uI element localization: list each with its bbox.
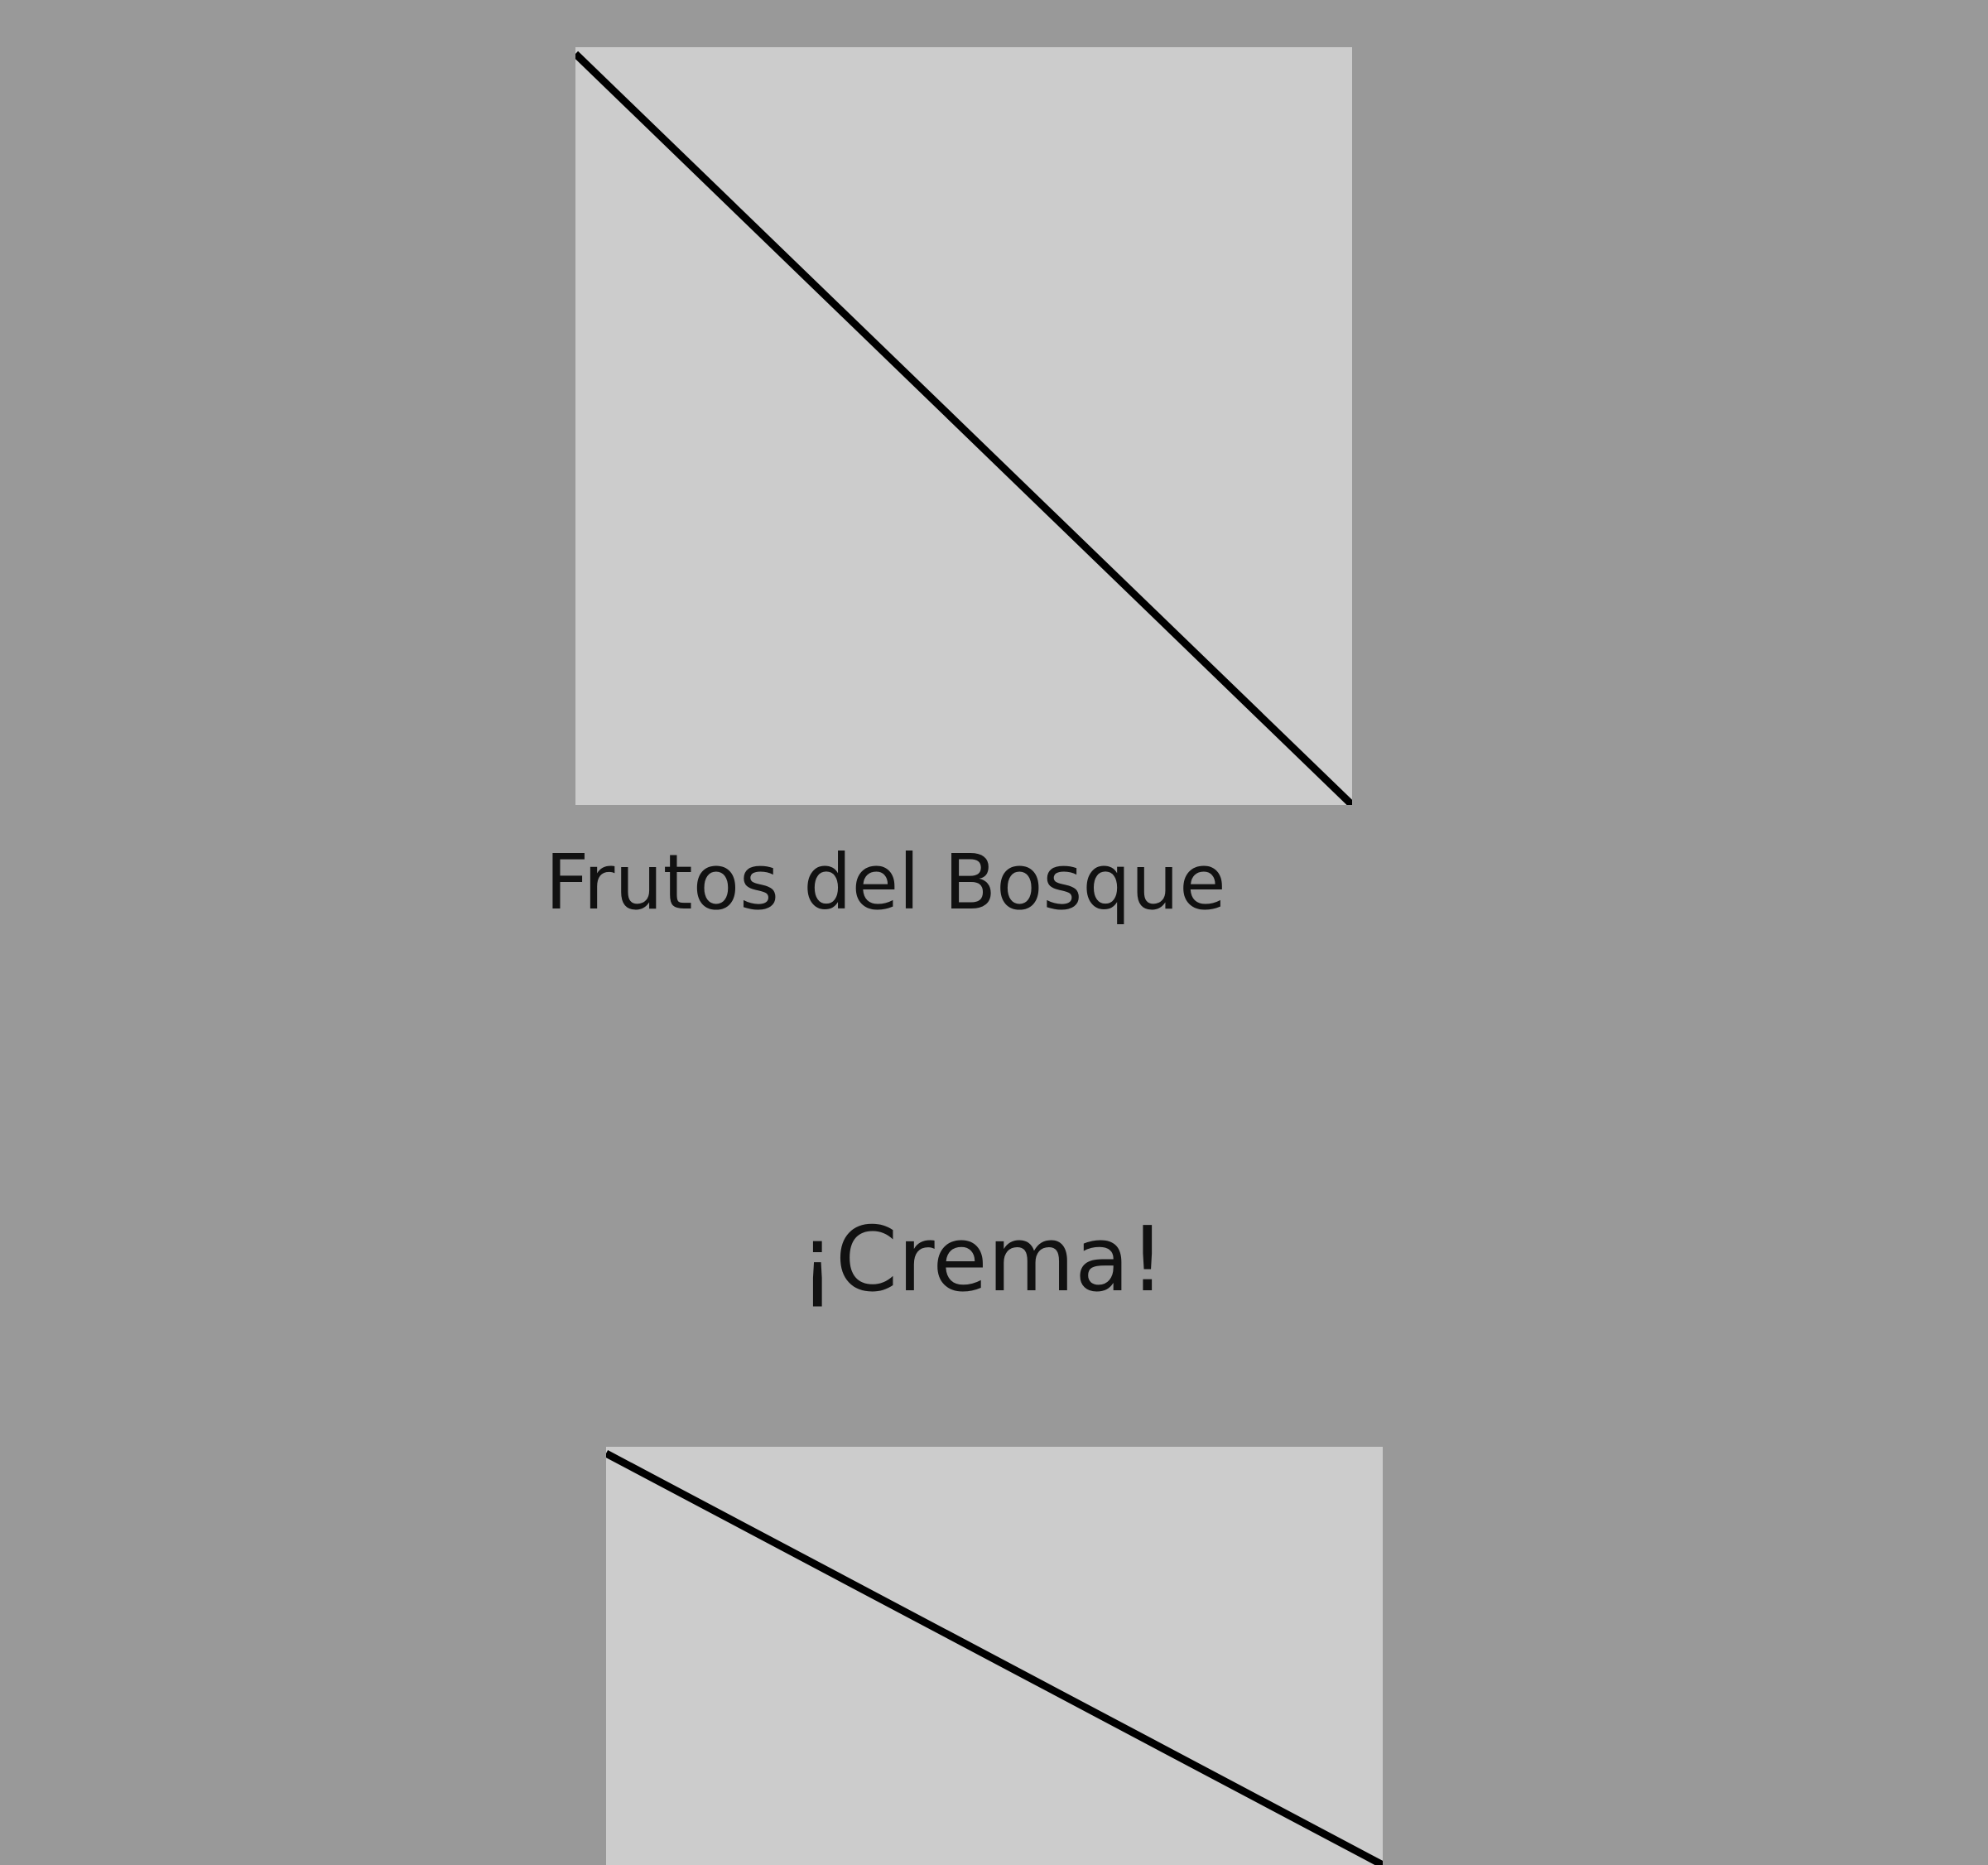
item-caption: Frutos del Bosque — [545, 838, 1226, 927]
image-placeholder-top — [575, 47, 1352, 805]
promo-text: ¡Crema! — [799, 1208, 1166, 1312]
image-placeholder-bottom — [606, 1447, 1383, 1865]
placeholder-cross-line-top — [575, 51, 1352, 805]
placeholder-cross-line-bottom — [606, 1450, 1383, 1865]
